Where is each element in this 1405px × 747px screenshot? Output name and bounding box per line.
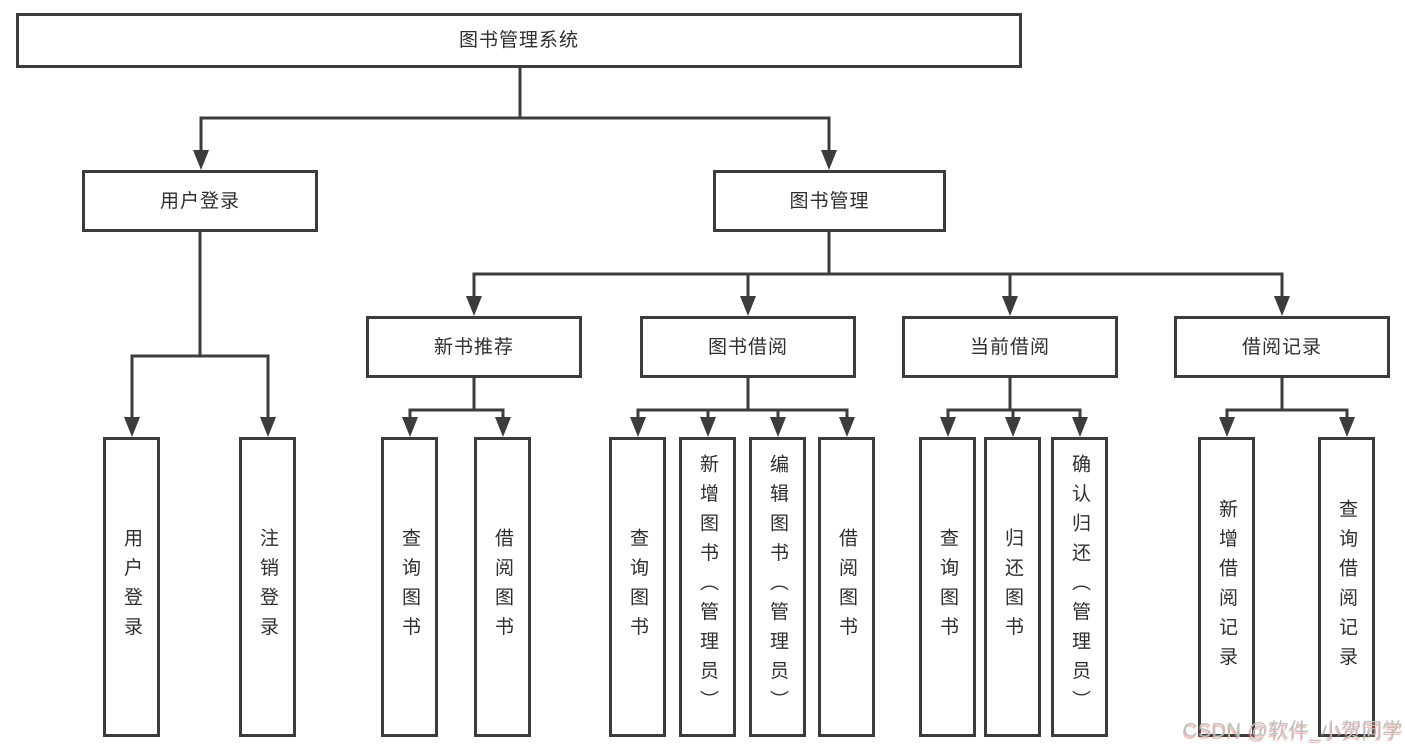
node-leaf-user-login: 用户登录 — [103, 437, 160, 737]
node-leaf-add-books-admin: 新增图书（管理员） — [679, 437, 736, 737]
node-leaf-query-books-3: 查询图书 — [919, 437, 976, 737]
node-user-login: 用户登录 — [82, 170, 318, 232]
node-leaf-borrow-books-1: 借阅图书 — [474, 437, 531, 737]
node-leaf-query-books-1: 查询图书 — [381, 437, 438, 737]
connector-user-login — [124, 232, 276, 437]
node-leaf-edit-books-admin: 编辑图书（管理员） — [749, 437, 806, 737]
node-leaf-add-borrow-record: 新增借阅记录 — [1198, 437, 1255, 737]
node-leaf-return-books: 归还图书 — [984, 437, 1041, 737]
connector-current-borrowing — [940, 378, 1088, 437]
node-borrowing-records: 借阅记录 — [1174, 316, 1390, 378]
node-leaf-confirm-return-admin: 确认归还（管理员） — [1051, 437, 1108, 737]
node-leaf-query-books-2: 查询图书 — [609, 437, 666, 737]
node-current-borrowing: 当前借阅 — [902, 316, 1118, 378]
node-library-management-system: 图书管理系统 — [16, 13, 1022, 68]
connector-new-book-recommendation — [402, 378, 511, 437]
node-leaf-logout: 注销登录 — [239, 437, 296, 737]
node-book-borrowing: 图书借阅 — [640, 316, 856, 378]
node-new-book-recommendation: 新书推荐 — [366, 316, 582, 378]
watermark: CSDN @软件_小贺同学 — [1183, 720, 1404, 742]
connector-book-management — [466, 232, 1290, 316]
connector-borrowing-records — [1219, 378, 1355, 437]
connector-book-borrowing — [630, 378, 855, 437]
node-book-management: 图书管理 — [713, 170, 946, 232]
node-leaf-borrow-books-2: 借阅图书 — [818, 437, 875, 737]
node-leaf-query-borrow-record: 查询借阅记录 — [1318, 437, 1375, 737]
connector-root — [193, 68, 837, 170]
